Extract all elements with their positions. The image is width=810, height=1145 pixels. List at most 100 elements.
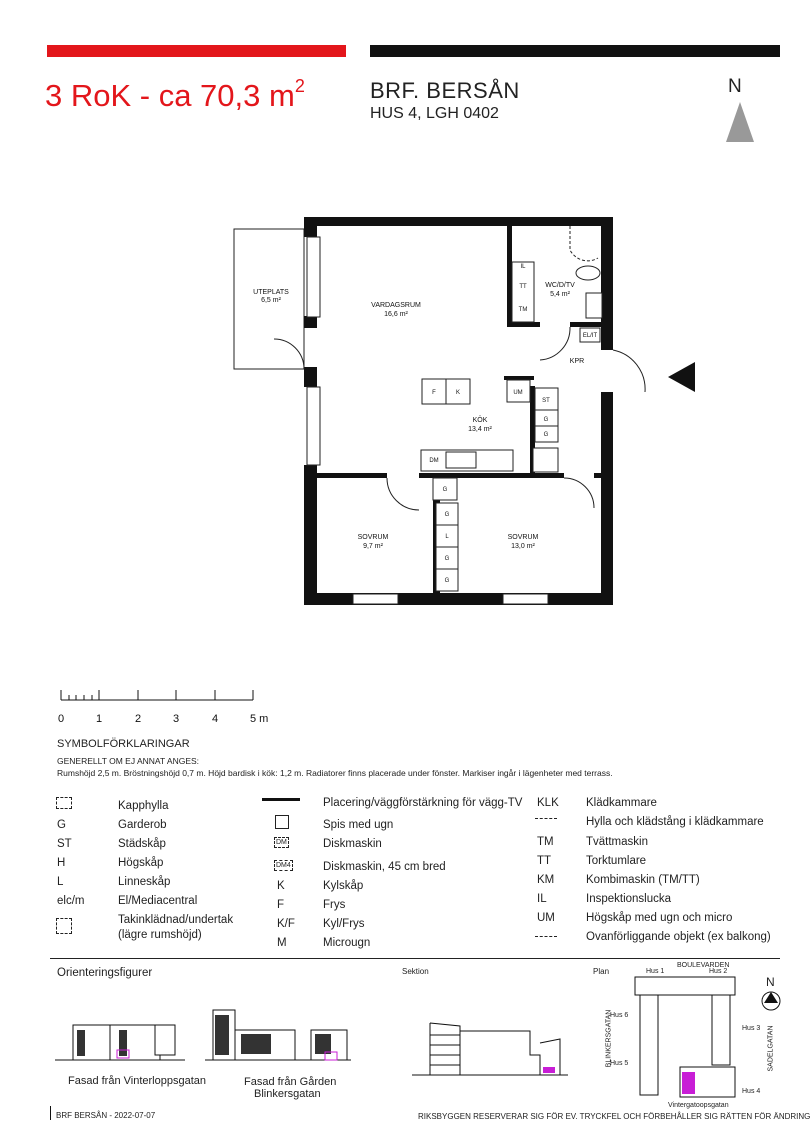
fixture-label: G	[544, 432, 549, 438]
house-label: Hus 5	[610, 1060, 629, 1067]
legend-label: Torktumlare	[586, 855, 647, 867]
street-label: Vintergatoopsgatan	[668, 1102, 729, 1109]
highlight-marker	[543, 1067, 555, 1073]
room-label: SOVRUM	[508, 534, 539, 541]
legend-code: H	[57, 857, 66, 869]
washbasin	[585, 292, 603, 319]
north-label: N	[766, 975, 775, 989]
orientation-title: Orienteringsfigurer	[57, 967, 153, 979]
ceiling-icon	[56, 918, 72, 934]
floor-plan: UTEPLATS 6,5 m² VARDAGSRUM 16,6 m² WC/D/…	[233, 217, 695, 605]
house-label: Hus 3	[742, 1025, 761, 1032]
scale-label: 5 m	[250, 713, 268, 725]
dash-dot-icon	[535, 936, 557, 937]
legend-label: Inspektionslucka	[586, 893, 672, 905]
legend-label: Takinklädnad/undertak	[118, 914, 234, 926]
legend-label: Kyl/Frys	[323, 918, 365, 930]
house-label: Hus 1	[646, 968, 665, 975]
legend-code: K	[277, 880, 285, 892]
legend-code: L	[57, 876, 64, 888]
highlight-marker	[116, 1049, 130, 1059]
fixture-label: DM	[429, 458, 438, 464]
fixture-label: G	[544, 417, 549, 423]
street-label: BLINKERSGATAN	[605, 1009, 613, 1068]
section-title: Sektion	[402, 967, 429, 976]
legend-label: Garderob	[118, 819, 167, 831]
scale-label: 2	[135, 713, 141, 725]
legend-code: elc/m	[57, 895, 85, 907]
fixture-label: K	[456, 390, 460, 396]
highlight-marker	[324, 1051, 338, 1061]
fixture-label: G	[445, 578, 450, 584]
fixture-label: TT	[519, 284, 527, 290]
fixture-label: G	[443, 487, 448, 493]
legend-label: Hylla och klädstång i klädkammare	[586, 816, 764, 828]
legend-label: Tvättmaskin	[586, 836, 648, 848]
room-area: 6,5 m²	[261, 297, 282, 304]
legend-code: KLK	[537, 797, 559, 809]
north-label: N	[728, 76, 742, 97]
north-arrow-icon	[726, 102, 754, 142]
legend-general: GENERELLT OM EJ ANNAT ANGES:	[57, 756, 200, 766]
unit-id: HUS 4, LGH 0402	[370, 105, 499, 122]
plan-title: Plan	[593, 967, 610, 976]
legend-code: G	[57, 819, 66, 831]
legend-label: (lägre rumshöjd)	[118, 929, 202, 941]
divider	[50, 958, 780, 959]
scale-label: 1	[96, 713, 102, 725]
window	[502, 593, 549, 605]
legend-code: K/F	[277, 918, 295, 930]
legend-code: KM	[537, 874, 555, 886]
room-area: 5,4 m²	[550, 291, 571, 298]
house-label: Hus 4	[742, 1088, 761, 1095]
legend-code: F	[277, 899, 285, 911]
footer-divider	[50, 1106, 51, 1120]
legend-label: Högskåp	[118, 857, 164, 869]
fixture-label: F	[432, 390, 436, 396]
fixture-label: TM	[519, 307, 528, 313]
highlight-marker	[682, 1072, 695, 1094]
apartment-title: 3 RoK - ca 70,3 m2	[45, 76, 305, 114]
street-label: BOULEVARDEN	[677, 962, 730, 969]
legend-code: M	[277, 937, 287, 949]
house-label: Hus 6	[610, 1012, 629, 1019]
street-label: SADELGATAN	[767, 1025, 775, 1072]
scale-label: 0	[58, 713, 64, 725]
fixture-label: G	[445, 512, 450, 518]
legend-title: SYMBOLFÖRKLARINGAR	[57, 738, 190, 750]
room-area: 9,7 m²	[363, 543, 384, 550]
dishwasher-45-icon: DM4	[274, 860, 293, 871]
legend-label: Klädkammare	[586, 797, 657, 809]
scale-bar: 0 1 2 3 4 5 m	[58, 690, 268, 725]
legend-code: TT	[537, 855, 552, 867]
compass-icon	[761, 991, 781, 1011]
legend-label: Kylskåp	[323, 880, 364, 892]
site-plan-drawing	[634, 976, 736, 1098]
footer-left: BRF BERSÅN - 2022-07-07	[56, 1111, 156, 1120]
room-area: 13,0 m²	[511, 543, 535, 550]
scale-label: 4	[212, 713, 218, 725]
toilet	[575, 265, 601, 281]
red-header-bar	[47, 45, 346, 57]
legend-code: ST	[57, 838, 72, 850]
facade1-caption: Fasad från Vinterloppsgatan	[68, 1075, 206, 1087]
facade2-caption: Fasad från Gården	[244, 1076, 337, 1088]
room-label: VARDAGSRUM	[371, 302, 421, 309]
room-label: KPR	[570, 358, 584, 365]
room-label: KÖK	[473, 416, 488, 424]
legend-label: Spis med ugn	[323, 819, 394, 831]
legend-label: Städskåp	[118, 838, 166, 850]
footer-disclaimer: RIKSBYGGEN RESERVERAR SIG FÖR EV. TRYCKF…	[418, 1112, 810, 1121]
stove-icon	[275, 815, 289, 829]
legend-label: Microugn	[323, 937, 371, 949]
kapphylla-icon	[56, 797, 72, 809]
project-name: BRF. BERSÅN	[370, 78, 520, 103]
legend-code: IL	[537, 893, 547, 905]
legend-label: Högskåp med ugn och micro	[586, 912, 733, 924]
window	[306, 386, 321, 466]
legend-label: Diskmaskin	[323, 838, 382, 850]
legend-label: Placering/väggförstärkning för vägg-TV	[323, 797, 523, 809]
legend-code: TM	[537, 836, 554, 848]
terrace-outline	[233, 228, 305, 370]
